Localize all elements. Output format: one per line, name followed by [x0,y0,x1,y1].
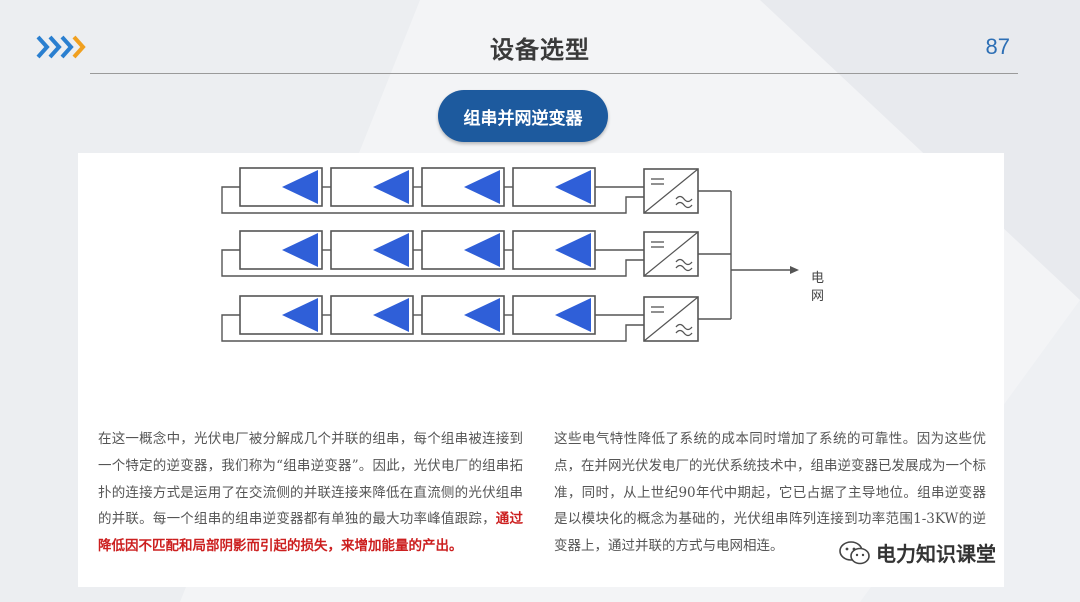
section-pill-label: 组串并网逆变器 [463,108,583,129]
pv-panel-triangle [464,233,500,267]
description-right: 这些电气特性降低了系统的成本同时增加了系统的可靠性。因为这些优点，在并网光伏发电… [554,431,986,555]
pv-panel-triangle [282,298,318,332]
pv-panel-triangle [464,298,500,332]
pv-panel-triangle [373,170,409,204]
description-left: 在这一概念中，光伏电厂被分解成几个并联的组串，每个组串被连接到一个特定的逆变器，… [98,426,523,560]
description-left-text: 在这一概念中，光伏电厂被分解成几个并联的组串，每个组串被连接到一个特定的逆变器，… [98,431,523,528]
pv-panel-triangle [282,233,318,267]
inverter-diagonal [643,296,699,342]
section-pill: 组串并网逆变器 [438,90,608,142]
grid-arrow-head [790,266,799,274]
pv-panel-triangle [555,233,591,267]
pv-panel-triangle [373,233,409,267]
inverter-ac-symbol [675,323,693,337]
pv-strings [221,167,799,342]
pv-panel-triangle [282,170,318,204]
inverter-ac-symbol [675,195,693,209]
pv-panel-triangle [555,170,591,204]
pv-panel-triangle [373,298,409,332]
description-left-highlight: 通过降低因不匹配和局部阴影而引起的损失，来增加能量的产出。 [98,511,524,555]
return-line [221,186,644,214]
inverter-diagonal [643,231,699,277]
inverter-ac-symbol [675,258,693,272]
page-number: 87 [985,34,1010,59]
wechat-icon [839,540,870,564]
inverter-diagonal [643,168,699,214]
string-inverter-diagram: 电 网 [221,167,824,342]
content-panel: 电 网 在这一概念中，光伏电厂被分解成几个并联的组串，每个组串被连接到一个特定的… [78,153,1004,587]
return-line [221,249,644,277]
grid-label-2: 网 [811,289,824,304]
watermark-label: 电力知识课堂 [876,542,996,566]
pv-panel-triangle [464,170,500,204]
grid-label-1: 电 [811,271,824,286]
pv-panel-triangle [555,298,591,332]
watermark: 电力知识课堂 [838,538,996,567]
chevrons-icon [36,35,86,59]
page-title: 设备选型 [490,36,590,64]
return-line [221,314,644,342]
header-divider [90,73,1018,74]
